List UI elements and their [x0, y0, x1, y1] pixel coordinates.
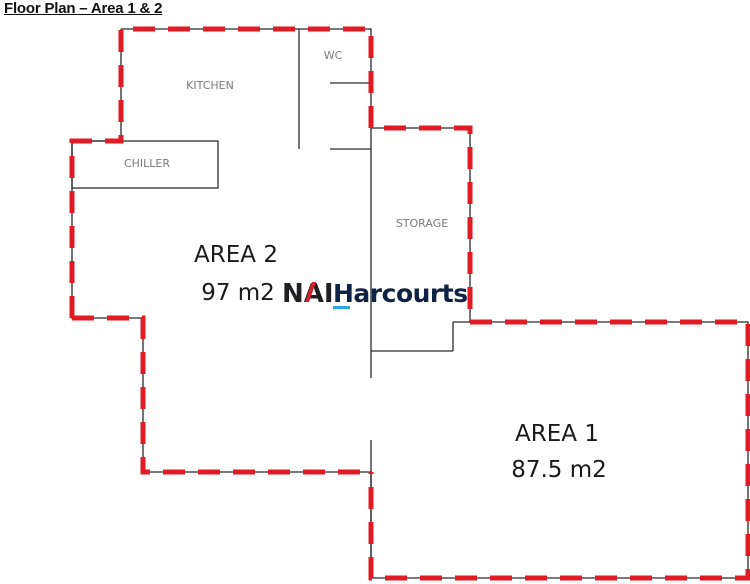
area-2-boundary-lower	[72, 315, 371, 475]
area-1-name: AREA 1	[515, 421, 599, 447]
logo-blue-underline-icon	[333, 306, 350, 309]
logo-harcourts-text: Harcourts	[333, 279, 468, 308]
nai-harcourts-logo: NAI Harcourts	[282, 279, 468, 309]
room-label-kitchen: KITCHEN	[186, 79, 234, 92]
room-label-storage: STORAGE	[396, 217, 448, 230]
logo-red-slash-icon	[305, 282, 316, 302]
area-1-boundary	[368, 319, 750, 581]
room-label-wc: WC	[324, 49, 343, 62]
area-boundary-dashes	[69, 26, 750, 581]
area-1-size: 87.5 m2	[511, 457, 607, 483]
area-2-size: 97 m2	[201, 280, 275, 306]
area-2-name: AREA 2	[194, 242, 278, 268]
logo-nai-text: NAI	[282, 279, 334, 309]
floor-plan-title: Floor Plan – Area 1 & 2	[4, 0, 163, 17]
room-label-chiller: CHILLER	[124, 157, 170, 170]
area-2-boundary	[69, 26, 473, 322]
